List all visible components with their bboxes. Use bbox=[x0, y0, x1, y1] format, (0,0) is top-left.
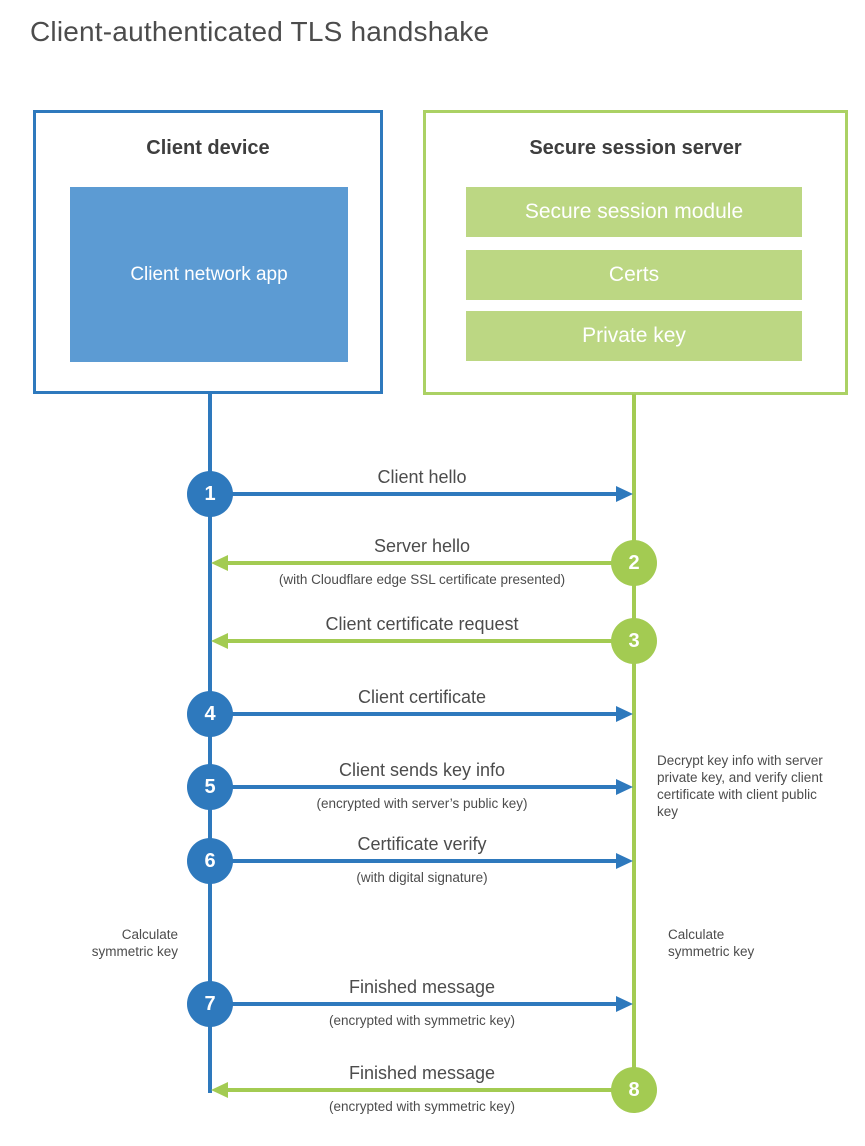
message-7-sublabel: (encrypted with symmetric key) bbox=[328, 1013, 516, 1028]
step-8-circle: 8 bbox=[611, 1067, 657, 1113]
message-2-arrow-left-icon bbox=[211, 555, 634, 571]
message-4-arrow-right-icon bbox=[210, 706, 633, 722]
message-8-sublabel: (encrypted with symmetric key) bbox=[328, 1099, 516, 1114]
message-2-sublabel: (with Cloudflare edge SSL certificate pr… bbox=[278, 572, 566, 587]
message-1-label: Client hello bbox=[377, 467, 467, 487]
server-lifeline bbox=[632, 394, 636, 1091]
decrypt-note: Decrypt key info with server private key… bbox=[657, 753, 823, 819]
step-5-circle: 5 bbox=[187, 764, 233, 810]
step-2-circle: 2 bbox=[611, 540, 657, 586]
message-2-label: Server hello bbox=[373, 536, 471, 556]
step-6-circle: 6 bbox=[187, 838, 233, 884]
message-5-arrow-right-icon bbox=[210, 779, 633, 795]
client-lifeline bbox=[208, 393, 212, 1093]
page-title: Client-authenticated TLS handshake bbox=[30, 16, 490, 47]
message-6-arrow-right-icon bbox=[210, 853, 633, 869]
message-8-label: Finished message bbox=[348, 1063, 496, 1083]
secure-session-server-title: Secure session server bbox=[529, 137, 742, 159]
message-5-label: Client sends key info bbox=[338, 760, 506, 780]
message-8-arrow-left-icon bbox=[211, 1082, 634, 1098]
message-3-arrow-left-icon bbox=[211, 633, 634, 649]
client-device-title: Client device bbox=[146, 137, 270, 159]
message-7-arrow-right-icon bbox=[210, 996, 633, 1012]
step-3-circle: 3 bbox=[611, 618, 657, 664]
private-key-bar: Private key bbox=[466, 311, 802, 361]
message-6-sublabel: (with digital signature) bbox=[356, 870, 488, 885]
message-7-label: Finished message bbox=[348, 977, 496, 997]
message-6-label: Certificate verify bbox=[357, 834, 487, 854]
step-1-circle: 1 bbox=[187, 471, 233, 517]
message-1-arrow-right-icon bbox=[210, 486, 633, 502]
message-3-label: Client certificate request bbox=[325, 614, 519, 634]
client-network-app-box: Client network app bbox=[70, 187, 348, 362]
message-4-label: Client certificate bbox=[357, 687, 487, 707]
client-network-app-label: Client network app bbox=[130, 263, 288, 285]
step-4-circle: 4 bbox=[187, 691, 233, 737]
secure-session-module-bar: Secure session module bbox=[466, 187, 802, 237]
step-7-circle: 7 bbox=[187, 981, 233, 1027]
certs-bar: Certs bbox=[466, 250, 802, 300]
calculate-symmetric-key-note-client: Calculate symmetric key bbox=[91, 927, 178, 959]
message-5-sublabel: (encrypted with server’s public key) bbox=[316, 796, 528, 811]
calculate-symmetric-key-note-server: Calculate symmetric key bbox=[668, 927, 755, 959]
